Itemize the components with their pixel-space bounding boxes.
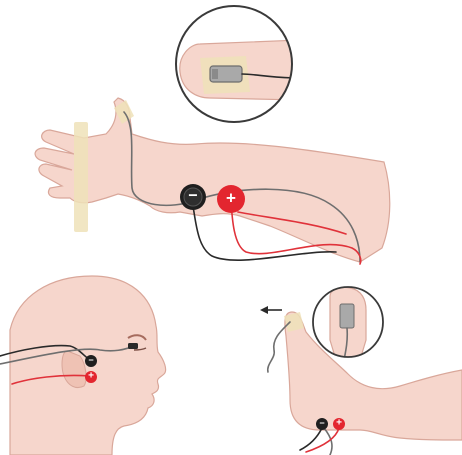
head-panel: − +: [0, 276, 166, 455]
negative-symbol: −: [188, 188, 197, 205]
ankle-positive-wire: [306, 428, 339, 452]
negative-symbol-foot: −: [319, 418, 324, 428]
negative-symbol-head: −: [88, 355, 93, 365]
left-arrow-icon: [260, 306, 282, 314]
positive-electrode-arm: +: [217, 185, 245, 213]
hand-forearm-panel: − +: [35, 98, 390, 264]
positive-symbol-head: +: [88, 371, 94, 382]
toe-sensor: [340, 304, 354, 328]
negative-electrode-foot: −: [316, 418, 328, 430]
positive-symbol-foot: +: [336, 418, 342, 429]
negative-electrode-head: −: [85, 355, 97, 367]
finger-tape: [74, 122, 88, 232]
toe-sensor-inset: [313, 287, 383, 360]
finger-sensor-inset: [176, 6, 300, 122]
forearm-hand-shape: [35, 98, 390, 262]
negative-electrode-arm: −: [180, 184, 206, 210]
positive-symbol: +: [226, 189, 236, 208]
eye-sensor: [128, 343, 138, 349]
